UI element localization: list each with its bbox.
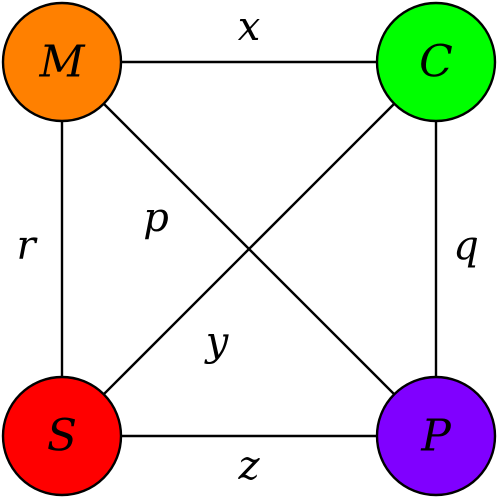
edge-label-p: p bbox=[143, 195, 169, 241]
edge-labels-layer: x z r q p y bbox=[16, 4, 478, 489]
node-c: C bbox=[375, 1, 497, 123]
node-p-label: P bbox=[420, 411, 452, 462]
node-c-label: C bbox=[419, 37, 453, 88]
node-p-circle bbox=[375, 375, 497, 497]
edge-c-s bbox=[61, 61, 437, 437]
node-p: P bbox=[375, 375, 497, 497]
node-s-circle bbox=[1, 375, 123, 497]
node-m-label: M bbox=[38, 37, 85, 88]
edge-label-x: x bbox=[238, 4, 261, 50]
edge-label-q: q bbox=[453, 223, 479, 269]
edge-label-r: r bbox=[16, 223, 38, 269]
node-m: M bbox=[1, 1, 123, 123]
edges-layer bbox=[60, 60, 438, 438]
node-m-circle bbox=[1, 1, 123, 123]
node-c-circle bbox=[375, 1, 497, 123]
edge-label-y: y bbox=[204, 319, 230, 365]
node-s: S bbox=[1, 375, 123, 497]
edge-label-z: z bbox=[237, 443, 260, 489]
node-s-label: S bbox=[47, 411, 77, 462]
